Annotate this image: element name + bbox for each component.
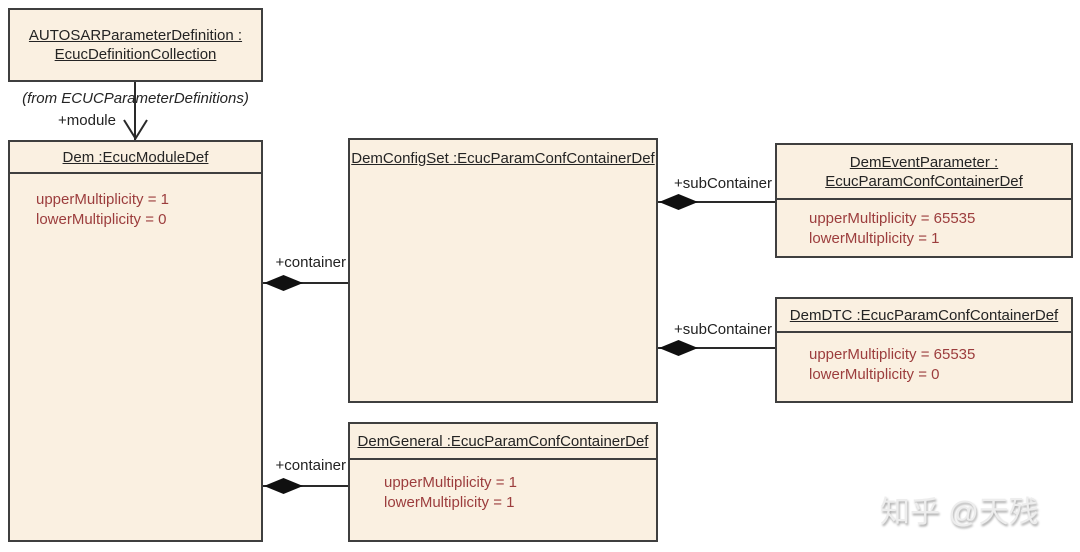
class-box-dem-general: DemGeneral :EcucParamConfContainerDef up… [348, 422, 658, 542]
association-line-subcontainer-top [658, 201, 775, 203]
class-title: Dem :EcucModuleDef [10, 142, 261, 174]
class-title-line2: EcucDefinitionCollection [54, 46, 217, 63]
aggregation-diamond-icon [659, 340, 698, 356]
class-title: DemDTC :EcucParamConfContainerDef [777, 299, 1071, 333]
class-title: DemEventParameter : EcucParamConfContain… [777, 145, 1071, 200]
role-label-module: +module [58, 112, 116, 129]
class-title-text: DemDTC :EcucParamConfContainerDef [789, 306, 1059, 324]
aggregation-diamond-icon [264, 478, 303, 494]
association-line-container-top [263, 282, 348, 284]
attribute-upper-multiplicity: upperMultiplicity = 1 [36, 191, 169, 208]
association-line-container-bottom [263, 485, 348, 487]
attribute-upper-multiplicity: upperMultiplicity = 65535 [809, 210, 976, 227]
aggregation-diamond-icon [659, 194, 698, 210]
zhihu-watermark: 知乎 @天残 [880, 496, 1039, 529]
class-box-autosar-parameter-definition: AUTOSARParameterDefinition : EcucDefinit… [8, 8, 263, 82]
class-box-dem-dtc: DemDTC :EcucParamConfContainerDef upperM… [775, 297, 1073, 403]
attribute-lower-multiplicity: lowerMultiplicity = 0 [36, 211, 167, 228]
role-label-container-top: +container [275, 254, 346, 271]
role-label-subcontainer-bottom: +subContainer [674, 321, 772, 338]
class-title-text: DemConfigSet :EcucParamConfContainerDef [351, 149, 655, 167]
aggregation-diamond-icon [264, 275, 303, 291]
role-label-container-bottom: +container [275, 457, 346, 474]
class-title: DemConfigSet :EcucParamConfContainerDef [350, 140, 656, 176]
attribute-upper-multiplicity: upperMultiplicity = 65535 [809, 346, 976, 363]
association-line-subcontainer-bottom [658, 347, 775, 349]
attribute-lower-multiplicity: lowerMultiplicity = 1 [384, 494, 515, 511]
attribute-lower-multiplicity: lowerMultiplicity = 1 [809, 230, 940, 247]
class-title: AUTOSARParameterDefinition : EcucDefinit… [10, 10, 261, 80]
class-attributes: upperMultiplicity = 65535 lowerMultiplic… [777, 333, 1071, 385]
class-title: DemGeneral :EcucParamConfContainerDef [350, 424, 656, 460]
class-title-text: Dem :EcucModuleDef [62, 148, 209, 166]
class-title-line1: AUTOSARParameterDefinition : [28, 27, 243, 44]
class-attributes: upperMultiplicity = 1 lowerMultiplicity … [10, 174, 261, 230]
attribute-lower-multiplicity: lowerMultiplicity = 0 [809, 366, 940, 383]
attribute-upper-multiplicity: upperMultiplicity = 1 [384, 474, 517, 491]
class-title-line1: DemEventParameter : [849, 153, 999, 171]
class-attributes: upperMultiplicity = 1 lowerMultiplicity … [350, 460, 656, 513]
role-label-subcontainer-top: +subContainer [674, 175, 772, 192]
class-box-dem: Dem :EcucModuleDef upperMultiplicity = 1… [8, 140, 263, 542]
open-arrowhead-icon [123, 119, 148, 140]
class-box-dem-event-parameter: DemEventParameter : EcucParamConfContain… [775, 143, 1073, 258]
class-box-dem-config-set: DemConfigSet :EcucParamConfContainerDef [348, 138, 658, 403]
class-attributes: upperMultiplicity = 65535 lowerMultiplic… [777, 200, 1071, 249]
class-title-line2: EcucParamConfContainerDef [825, 172, 1023, 190]
association-line-module [134, 82, 136, 140]
class-title-text: DemGeneral :EcucParamConfContainerDef [357, 432, 649, 450]
